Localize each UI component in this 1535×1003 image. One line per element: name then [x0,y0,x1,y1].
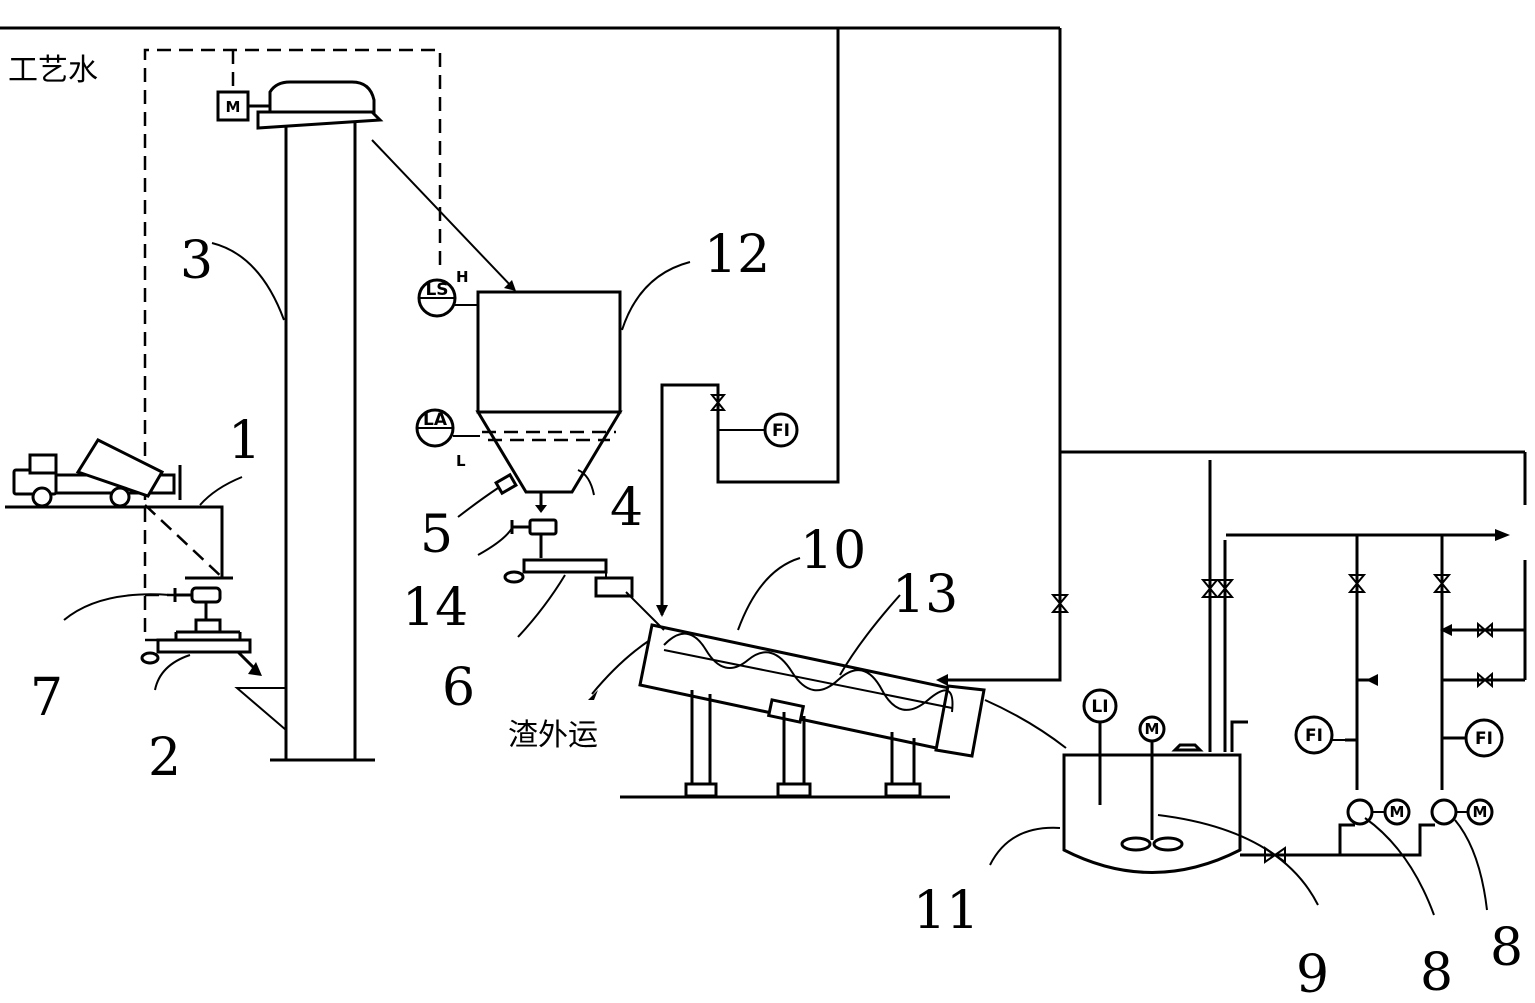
callout-2: 2 [148,728,181,788]
callout-8a: 8 [1420,943,1453,1003]
callout-14: 14 [402,578,468,638]
water-valve-main[interactable] [1050,594,1070,613]
pump-2-motor-label: M [1473,803,1488,821]
dump-truck [5,438,222,509]
tank-inlet-valves[interactable] [1200,579,1235,598]
bucket-elevator: M [216,80,516,762]
process-water-main-line [0,26,1527,686]
callout-12: 12 [704,225,770,285]
screw-classifier [588,591,986,799]
pump-1-motor-label: M [1390,803,1405,821]
callout-7: 7 [30,668,63,728]
pump-2-fi-label: FI [1475,729,1493,749]
slag-silo [475,290,623,513]
mixer-motor-label: M [1145,720,1160,738]
callout-4: 4 [610,478,643,538]
callout-8b: 8 [1490,918,1523,978]
callout-13: 13 [892,565,958,625]
callout-5: 5 [420,505,453,565]
process-water-label: 工艺水 [8,53,98,88]
callout-numbers: 1 2 3 4 5 6 7 8 8 9 10 11 12 13 14 [30,225,1523,1003]
elevator-motor-label: M [226,98,241,116]
callout-10: 10 [800,521,866,581]
silo-vibrator [494,472,518,496]
callout-11: 11 [913,881,979,941]
level-alarm-low: LA L [415,408,480,470]
level-switch-high: LS H [417,268,478,318]
tank-level-label: LI [1091,697,1108,717]
slurry-tank: LI M [984,460,1510,874]
pump-1: FI M [1294,535,1411,857]
leader-lines [63,242,1488,916]
callout-3: 3 [180,231,213,291]
water-valve-screw[interactable] [709,394,727,411]
silo-feeder [503,558,634,598]
control-signal-lines [143,48,442,642]
flow-indicator-screw: FI [718,412,799,448]
vibrating-feeder [140,630,262,676]
pump-1-fi-label: FI [1305,726,1323,746]
silo-discharge-valve[interactable] [510,518,558,558]
level-alarm-label: LA [423,410,448,430]
callout-6: 6 [442,658,475,718]
level-switch-high-mark: H [456,268,469,286]
callout-9: 9 [1296,945,1329,1003]
pump-2: FI M [1340,535,1527,857]
level-switch-label: LS [425,280,448,300]
hopper-discharge-valve[interactable] [173,586,222,634]
receiving-hopper [185,505,233,580]
callout-1: 1 [228,411,261,471]
slag-out-label: 渣外运 [508,718,598,753]
level-alarm-low-mark: L [456,452,466,470]
flow-indicator-screw-label: FI [772,421,790,441]
